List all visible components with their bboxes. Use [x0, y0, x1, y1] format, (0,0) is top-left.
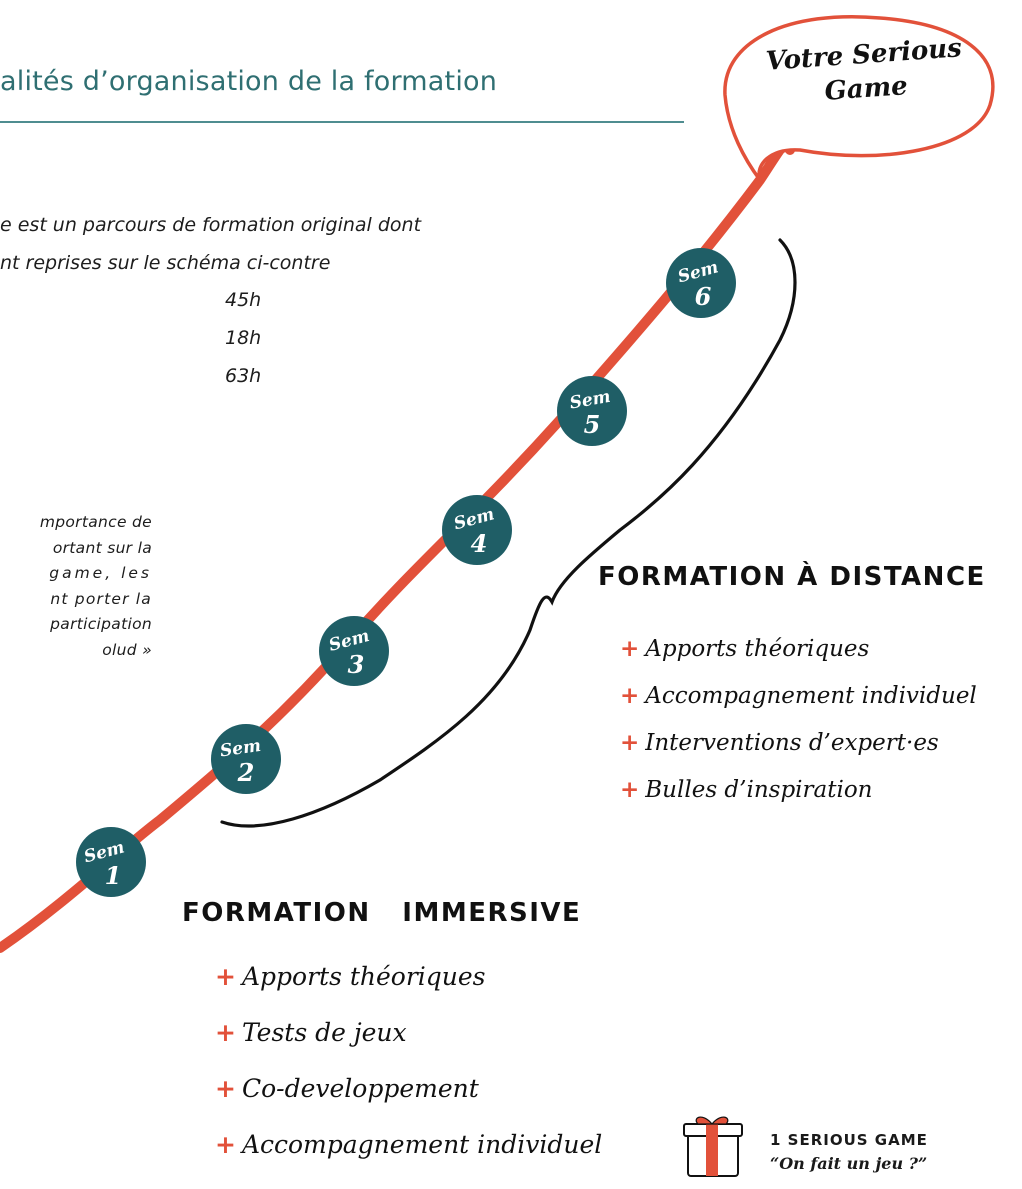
- bubble-outline: [723, 15, 995, 182]
- page-heading: alités d’organisation de la formation: [0, 66, 498, 97]
- hours-item: 63h: [225, 365, 262, 387]
- list-item-label: Accompagnement individuel: [241, 1130, 603, 1159]
- list-item-label: Apports théoriques: [645, 636, 870, 662]
- list-item-label: Accompagnement individuel: [645, 683, 977, 709]
- list-item: +Interventions d’expert·es: [620, 730, 977, 777]
- session-number: 3: [348, 650, 365, 679]
- list-item: +Accompagnement individuel: [215, 1130, 602, 1186]
- immersive-list: +Apports théoriques +Tests de jeux +Co-d…: [215, 962, 602, 1186]
- session-number: 6: [695, 282, 712, 311]
- list-item: +Bulles d’inspiration: [620, 777, 977, 824]
- plus-icon: +: [620, 730, 640, 756]
- list-item: +Tests de jeux: [215, 1018, 602, 1074]
- gift-subtitle: “On fait un jeu ?”: [770, 1154, 928, 1173]
- intro-line-1: e est un parcours de formation original …: [0, 214, 422, 236]
- distance-list: +Apports théoriques +Accompagnement indi…: [620, 636, 977, 824]
- session-marker: Sem 1: [76, 827, 146, 897]
- list-item: +Accompagnement individuel: [620, 683, 977, 730]
- session-marker: Sem 2: [211, 724, 281, 794]
- list-item-label: Co-developpement: [241, 1074, 479, 1103]
- gift-label: 1 SERIOUS GAME: [770, 1131, 928, 1149]
- session-marker: Sem 6: [666, 248, 736, 318]
- plus-icon: +: [215, 1074, 236, 1103]
- description-paragraph: mportance de ortant sur la game, les nt …: [0, 510, 152, 663]
- hours-item: 45h: [225, 289, 262, 311]
- paragraph-line: ortant sur la: [52, 538, 152, 557]
- intro-text: e est un parcours de formation original …: [0, 206, 421, 282]
- heading-rule: [0, 121, 684, 123]
- list-item-label: Apports théoriques: [241, 962, 486, 991]
- session-marker: Sem 5: [557, 376, 627, 446]
- gift-icon: [683, 1116, 743, 1177]
- hours-item: 18h: [225, 327, 262, 349]
- plus-icon: +: [215, 962, 236, 991]
- paragraph-line: mportance de: [39, 513, 152, 531]
- timeline-path: [0, 137, 795, 953]
- session-number: 5: [584, 410, 601, 439]
- list-item: +Apports théoriques: [215, 962, 602, 1018]
- plus-icon: +: [620, 683, 640, 709]
- session-number: 4: [471, 529, 488, 558]
- plus-icon: +: [620, 777, 640, 803]
- paragraph-line: participation: [50, 615, 152, 633]
- hours-list: 45h 18h 63h: [225, 281, 261, 395]
- plus-icon: +: [215, 1130, 236, 1159]
- list-item-label: Interventions d’expert·es: [645, 730, 939, 756]
- plus-icon: +: [215, 1018, 236, 1047]
- session-marker: Sem 3: [319, 616, 389, 686]
- paragraph-line: game, les: [49, 564, 152, 582]
- list-item: +Co-developpement: [215, 1074, 602, 1130]
- bracket: [220, 238, 797, 828]
- list-item-label: Bulles d’inspiration: [645, 777, 873, 803]
- paragraph-line: olud »: [102, 640, 152, 659]
- intro-line-2: nt reprises sur le schéma ci-contre: [0, 252, 331, 274]
- distance-title: FORMATION À DISTANCE: [598, 562, 986, 592]
- list-item-label: Tests de jeux: [241, 1018, 407, 1047]
- plus-icon: +: [620, 636, 640, 662]
- list-item: +Apports théoriques: [620, 636, 977, 683]
- immersive-title: FORMATION IMMERSIVE: [182, 898, 582, 928]
- session-number: 1: [105, 861, 122, 890]
- session-number: 2: [237, 758, 255, 787]
- paragraph-line: nt porter la: [50, 589, 152, 608]
- session-marker: Sem 4: [442, 495, 512, 565]
